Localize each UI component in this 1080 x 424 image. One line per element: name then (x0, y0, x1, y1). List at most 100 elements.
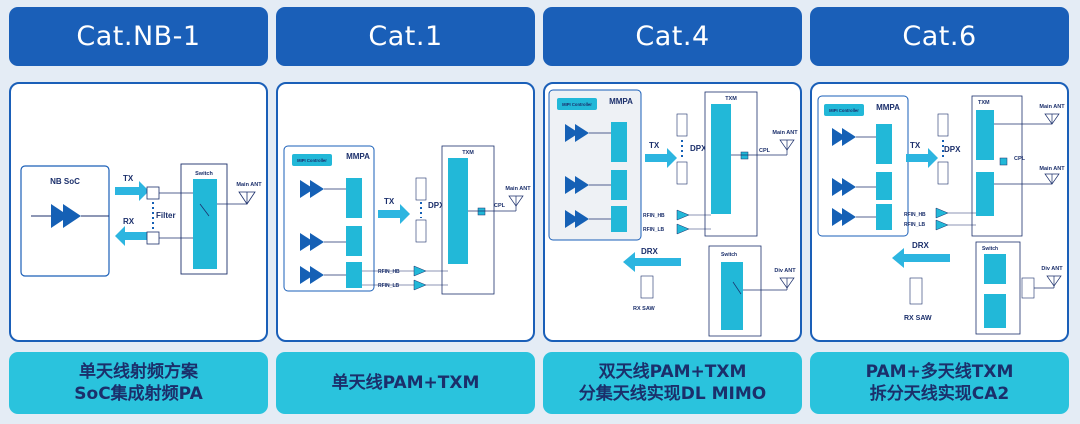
amp-icon (832, 128, 846, 146)
amp-icon (300, 233, 314, 251)
switch-block (721, 262, 743, 330)
rx-saw-icon (909, 277, 923, 305)
txm-label: TXM (978, 100, 990, 106)
lna-icon (676, 223, 690, 235)
coupler-block (740, 151, 749, 160)
rfin-lb-label: RFIN_LB (904, 222, 926, 228)
drx-label: DRX (912, 241, 930, 250)
amp-icon (63, 204, 81, 228)
antenna-icon (1046, 275, 1062, 287)
switch-label: Switch (721, 252, 737, 258)
txm-label: TXM (725, 96, 737, 102)
amp-icon (300, 266, 314, 284)
diagram-cat-1: MIPI Controller MMPA TX DPX TXM (276, 82, 535, 342)
caption-cat-1: 单天线PAM+TXM (276, 352, 535, 414)
lna-icon (935, 207, 949, 219)
caption-line: 双天线PAM+TXM (598, 362, 747, 382)
amp-icon (832, 178, 846, 196)
switch-block-2 (984, 294, 1006, 328)
switch-label: Switch (195, 171, 213, 177)
main-ant-label-1: Main ANT (1039, 104, 1065, 110)
caption-line: PAM+多天线TXM (865, 362, 1014, 382)
drx-arrow-icon (623, 252, 681, 272)
main-ant-label: Main ANT (236, 182, 262, 188)
div-ant-label: Div ANT (774, 268, 796, 274)
antenna-icon (1044, 113, 1060, 125)
caption-line: 拆分天线实现CA2 (869, 384, 1010, 404)
txm-block-lb (976, 172, 994, 216)
diagram-cat-nb1: NB SoC TX RX Filter Switch (9, 82, 268, 342)
mmpa-label: MMPA (876, 103, 900, 112)
antenna-icon (1044, 173, 1060, 185)
switch-label: Switch (982, 246, 998, 252)
cpl-label: CPL (759, 148, 771, 154)
cat4-diagram-svg: MIPI Controller MMPA TX DPX TXM (548, 89, 798, 337)
dpx-label: DPX (428, 201, 445, 210)
diagram-cat-6: MIPI Controller MMPA TX DPX TXM (810, 82, 1069, 342)
diagram-cat-4: MIPI Controller MMPA TX DPX TXM (543, 82, 802, 342)
rx-saw-label: RX SAW (904, 315, 932, 322)
main-ant-label: Main ANT (772, 130, 798, 136)
header-cat-4: Cat.4 (543, 7, 802, 66)
mipi-label: MIPI Controller (297, 158, 327, 163)
filter-icon (937, 113, 949, 137)
tx-label: TX (910, 141, 921, 150)
switch-block (193, 179, 217, 269)
switch-block (346, 226, 362, 256)
switch-block (611, 206, 627, 232)
mipi-label: MIPI Controller (829, 108, 859, 113)
mipi-controller (824, 104, 864, 116)
amp-icon (300, 180, 314, 198)
mipi-controller (292, 154, 332, 166)
switch-block (876, 124, 892, 164)
dpx-label: DPX (944, 145, 961, 154)
amp-icon (565, 176, 579, 194)
switch-block (611, 122, 627, 162)
filter-label: Filter (156, 211, 176, 220)
lna-icon (676, 209, 690, 221)
filter-icon (146, 186, 160, 200)
caption-line: 分集天线实现DL MIMO (578, 384, 767, 404)
antenna-icon (779, 277, 795, 289)
rx-saw-label: RX SAW (633, 306, 656, 312)
lna-icon (413, 279, 427, 291)
switch-block (876, 172, 892, 200)
filter-icon (676, 113, 688, 137)
header-label: Cat.6 (902, 21, 977, 52)
amp-icon (565, 210, 579, 228)
tx-arrow-icon (906, 148, 938, 168)
rx-label: RX (123, 217, 135, 226)
coupler-block (999, 157, 1008, 166)
mmpa-box (817, 95, 909, 237)
drx-arrow-icon (892, 248, 950, 268)
rfin-hb-label: RFIN_HB (643, 213, 665, 219)
mipi-label: MIPI Controller (562, 102, 592, 107)
tx-arrow-icon (378, 204, 410, 224)
rx-saw-icon (640, 275, 654, 299)
rfin-hb-label: RFIN_HB (378, 269, 400, 275)
cat1-diagram-svg: MIPI Controller MMPA TX DPX TXM (283, 145, 531, 295)
rfin-lb-label: RFIN_LB (643, 227, 665, 233)
filter-icon (1021, 277, 1035, 299)
cpl-label: CPL (494, 203, 506, 209)
tx-label: TX (384, 197, 395, 206)
switch-block (346, 262, 362, 288)
caption-line: 单天线PAM+TXM (331, 373, 480, 393)
filter-icon (937, 161, 949, 185)
lna-icon (935, 219, 949, 231)
caption-cat-4: 双天线PAM+TXM 分集天线实现DL MIMO (543, 352, 802, 414)
caption-line: 单天线射频方案 (79, 362, 198, 382)
antenna-icon (238, 191, 256, 205)
txm-block (448, 158, 468, 264)
tx-label: TX (123, 174, 134, 183)
tx-arrow-icon (645, 148, 677, 168)
switch-block (611, 170, 627, 200)
div-ant-label: Div ANT (1041, 266, 1063, 272)
mmpa-label: MMPA (346, 152, 370, 161)
caption-cat-nb1: 单天线射频方案 SoC集成射频PA (9, 352, 268, 414)
caption-line: SoC集成射频PA (74, 384, 203, 404)
lna-icon (413, 265, 427, 277)
mmpa-box (548, 89, 642, 241)
tx-arrow-icon (115, 181, 149, 201)
